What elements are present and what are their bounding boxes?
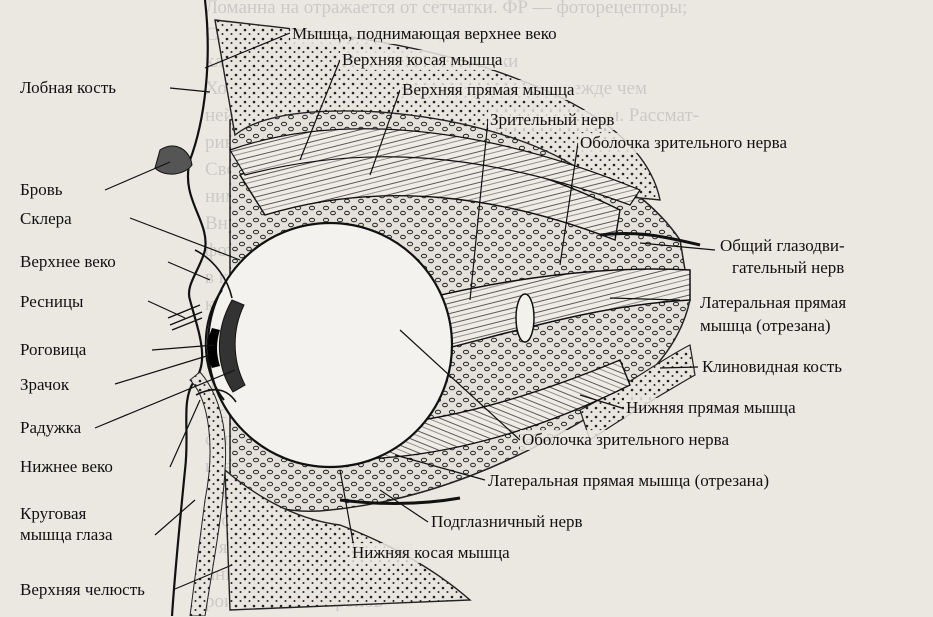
label-sclera: Склера: [18, 209, 74, 229]
label-iris: Радужка: [18, 418, 84, 438]
lower-lid-shape: [195, 388, 237, 403]
label-cornea: Роговица: [18, 340, 89, 360]
iris-shape: [218, 299, 246, 393]
eyelashes-shape: [167, 304, 203, 331]
orbicularis-band: [189, 371, 227, 616]
optic-nerve-shape: [418, 268, 691, 351]
label-upper-eyelid: Верхнее веко: [18, 252, 118, 272]
label-sphenoid: Клиновидная кость: [700, 357, 845, 377]
label-inferior-oblique: Нижняя косая мышца: [350, 543, 512, 563]
label-oculomotor-2: гательный нерв: [730, 258, 847, 278]
eyeball: [206, 221, 454, 469]
leader-lines: [94, 32, 716, 590]
label-optic-sheath-bottom: Оболочка зрительного нерва: [520, 430, 732, 450]
label-lateral-rectus-right-1: Латеральная прямая: [698, 293, 849, 313]
eyebrow-shape: [154, 145, 193, 175]
label-lateral-rectus-bottom: Латеральная прямая мышца (отрезана): [486, 471, 771, 491]
oculomotor-nerve-shape: [599, 231, 701, 247]
frontal-bone-shape: [214, 19, 661, 201]
label-eyelashes: Ресницы: [18, 292, 86, 312]
label-orbicularis-2: мышца глаза: [18, 525, 115, 545]
levator-muscle: [229, 128, 641, 206]
label-eyebrow: Бровь: [18, 180, 65, 200]
pupil-shape: [207, 328, 220, 368]
label-optic-sheath-top: Оболочка зрительного нерва: [578, 133, 790, 153]
label-inferior-rectus: Нижняя прямая мышца: [624, 398, 798, 418]
maxilla-shape: [224, 468, 472, 611]
skin-profile: [170, 0, 209, 616]
label-oculomotor-1: Общий глазодви-: [718, 236, 847, 256]
label-orbicularis-1: Круговая: [18, 504, 89, 524]
label-lateral-rectus-right-2: мышца (отрезана): [698, 316, 833, 336]
upper-lid-shape: [194, 249, 233, 299]
label-superior-rectus: Верхняя прямая мышца: [400, 80, 577, 100]
background-text-line: Ломанна на отражается от сетчатки. ФР — …: [205, 0, 688, 18]
label-pupil: Зрачок: [18, 375, 72, 395]
label-infraorbital: Подглазничный нерв: [429, 512, 585, 532]
optic-nerve-cut-end: [515, 293, 535, 343]
label-lower-eyelid: Нижнее веко: [18, 457, 115, 477]
label-levator: Мышца, поднимающая верхнее веко: [290, 24, 559, 44]
label-optic-nerve: Зрительный нерв: [488, 110, 617, 130]
label-frontal-bone: Лобная кость: [18, 78, 119, 98]
label-maxilla: Верхняя челюсть: [18, 580, 147, 600]
label-superior-oblique: Верхняя косая мышца: [340, 50, 505, 70]
